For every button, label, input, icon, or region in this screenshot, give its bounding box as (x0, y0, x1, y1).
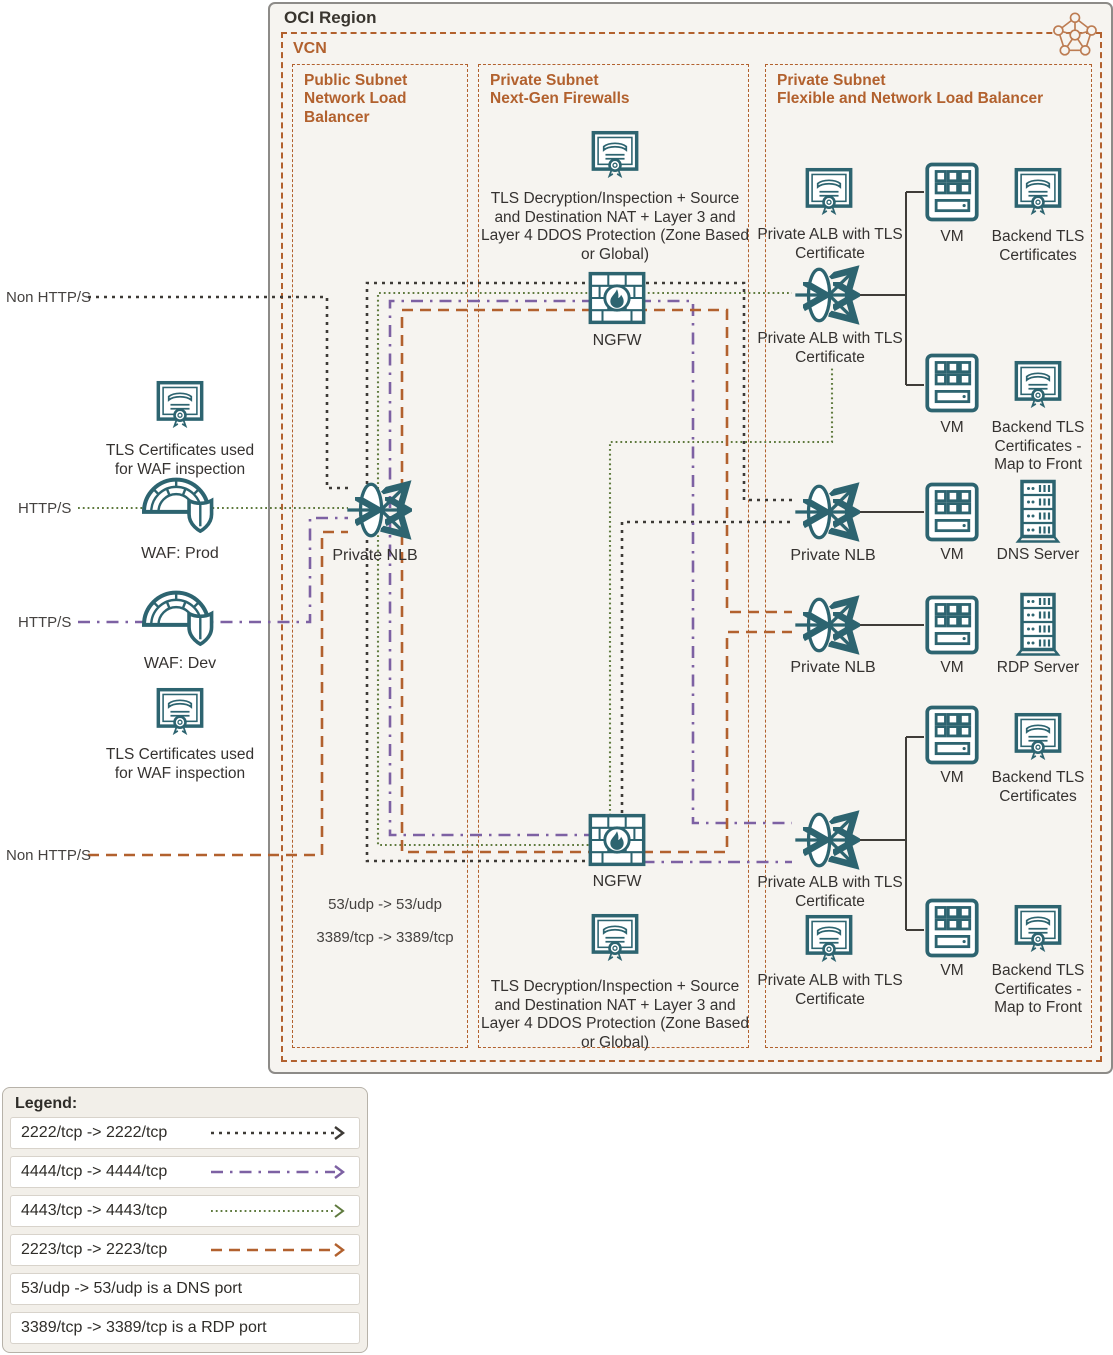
legend-item-label: 3389/tcp -> 3389/tcp is a RDP port (21, 1319, 267, 1336)
non-https-label-bottom: Non HTTP/S (6, 847, 92, 864)
flow-2222-ingress (88, 295, 348, 490)
legend-item-label: 4444/tcp -> 4444/tcp (21, 1163, 168, 1180)
connector-alb-bottom-vms (858, 736, 924, 931)
vm-icon (924, 704, 980, 766)
backend-tls-certificate-icon (1012, 166, 1064, 215)
rdp-server-icon (1012, 592, 1064, 658)
waf-certs-label-top: TLS Certificates used for WAF inspection (105, 442, 255, 478)
vcn-box (281, 32, 1102, 1062)
private-alb-label: Private ALB with TLS Certificate (757, 972, 903, 1008)
flow-2223-ingress (88, 530, 348, 857)
https-label-prod: HTTP/S (18, 500, 72, 517)
private-nlb-label: Private NLB (332, 547, 418, 564)
subnet-flex-title: Private Subnet Flexible and Network Load… (777, 72, 1044, 108)
private-alb-label: Private ALB with TLS Certificate (757, 226, 903, 262)
private-alb-top-icon (794, 263, 860, 327)
vm-icon (924, 352, 980, 414)
tls-decrypt-label-top: TLS Decryption/Inspection + Source and D… (481, 190, 749, 263)
tls-certificate-icon (154, 379, 206, 428)
legend-dashdot-purple-arrow (211, 1165, 345, 1179)
legend-item-4444: 4444/tcp -> 4444/tcp (10, 1156, 360, 1188)
vm-label: VM (940, 228, 964, 245)
waf-dev-icon (139, 583, 223, 657)
legend-item-2222: 2222/tcp -> 2222/tcp (10, 1117, 360, 1149)
private-alb-label: Private ALB with TLS Certificate (757, 874, 903, 910)
vm-icon (924, 594, 980, 656)
legend-item-dns-note: 53/udp -> 53/udp is a DNS port (10, 1273, 360, 1305)
legend-dotted-black-arrow (211, 1126, 345, 1140)
legend-item-label: 53/udp -> 53/udp is a DNS port (21, 1280, 243, 1297)
backend-tls-certificate-icon (1012, 903, 1064, 952)
dns-server-icon (1012, 479, 1064, 545)
ngfw-label-bottom: NGFW (592, 873, 642, 890)
flow-4443-via-bottom-ngfw (376, 366, 834, 847)
private-alb-label: Private ALB with TLS Certificate (757, 330, 903, 366)
vm-label: VM (940, 419, 964, 436)
flow-2223-via-top-ngfw (400, 308, 792, 614)
tls-certificate-icon (589, 129, 641, 178)
ngfw-label-top: NGFW (592, 332, 642, 349)
tls-certificate-icon (154, 686, 206, 735)
private-nlb-rdp-icon (794, 593, 860, 657)
private-nlb-icon (346, 478, 412, 542)
rdp-server-label: RDP Server (996, 659, 1080, 676)
backend-tls-certificate-icon (1012, 711, 1064, 760)
legend-item-label: 4443/tcp -> 4443/tcp (21, 1202, 168, 1219)
ngfw-firewall-icon (588, 271, 646, 325)
vm-label: VM (940, 546, 964, 563)
waf-prod-label: WAF: Prod (141, 545, 219, 562)
legend-item-4443: 4443/tcp -> 4443/tcp (10, 1195, 360, 1227)
backend-tls-certificate-icon (1012, 359, 1064, 408)
backend-tls-label: Backend TLS Certificates (991, 228, 1085, 264)
backend-tls-front-label: Backend TLS Certificates - Map to Front (991, 962, 1085, 1017)
subnet-firewalls-title: Private Subnet Next-Gen Firewalls (490, 72, 630, 108)
flow-4443-via-top-ngfw (376, 291, 792, 508)
legend: Legend: 2222/tcp -> 2222/tcp 4444/tcp ->… (2, 1087, 368, 1353)
private-nlb-dns-label: Private NLB (790, 547, 876, 564)
flow-2222-via-top-ngfw (365, 281, 792, 508)
waf-dev-label: WAF: Dev (143, 655, 217, 672)
private-nlb-rdp-label: Private NLB (790, 659, 876, 676)
legend-item-label: 2222/tcp -> 2222/tcp (21, 1124, 168, 1141)
udp-port-map-label: 53/udp -> 53/udp (328, 896, 442, 913)
alb-tls-certificate-icon (803, 913, 855, 962)
vcn-network-icon (1052, 12, 1098, 58)
subnet-private-flex-lb (765, 64, 1092, 1048)
backend-tls-front-label: Backend TLS Certificates - Map to Front (991, 419, 1085, 474)
legend-item-2223: 2223/tcp -> 2223/tcp (10, 1234, 360, 1266)
legend-title: Legend: (15, 1095, 78, 1112)
vm-icon (924, 481, 980, 543)
subnet-public-nlb (292, 64, 468, 1048)
oci-region-title: OCI Region (284, 8, 377, 27)
vm-label: VM (940, 769, 964, 786)
legend-item-rdp-note: 3389/tcp -> 3389/tcp is a RDP port (10, 1312, 360, 1344)
subnet-private-firewalls (478, 64, 749, 1048)
vm-icon (924, 161, 980, 223)
waf-certs-label-bottom: TLS Certificates used for WAF inspection (105, 746, 255, 782)
vm-label: VM (940, 659, 964, 676)
vm-icon (924, 897, 980, 959)
tls-certificate-icon (589, 912, 641, 961)
flow-4444-via-bottom-ngfw (388, 516, 792, 864)
ngfw-firewall-icon (588, 813, 646, 867)
flow-2223-via-bottom-ngfw (400, 516, 792, 854)
legend-item-label: 2223/tcp -> 2223/tcp (21, 1241, 168, 1258)
private-alb-bottom-icon (794, 808, 860, 872)
https-label-dev: HTTP/S (18, 614, 72, 631)
legend-dotted-green-arrow (211, 1204, 345, 1218)
rdp-port-map-label: 3389/tcp -> 3389/tcp (316, 929, 454, 946)
waf-prod-icon (139, 470, 223, 544)
vcn-label: VCN (293, 40, 327, 57)
legend-dashed-orange-arrow (211, 1243, 345, 1257)
subnet-public-title: Public Subnet Network Load Balancer (304, 72, 408, 126)
connector-alb-top-vms (858, 191, 924, 386)
non-https-label-top: Non HTTP/S (6, 289, 92, 306)
dns-server-label: DNS Server (996, 546, 1080, 563)
vm-label: VM (940, 962, 964, 979)
private-nlb-dns-icon (794, 480, 860, 544)
alb-tls-certificate-icon (803, 166, 855, 215)
backend-tls-label: Backend TLS Certificates (991, 769, 1085, 805)
flow-4444-via-top-ngfw (388, 299, 792, 825)
tls-decrypt-label-bottom: TLS Decryption/Inspection + Source and D… (481, 978, 749, 1051)
